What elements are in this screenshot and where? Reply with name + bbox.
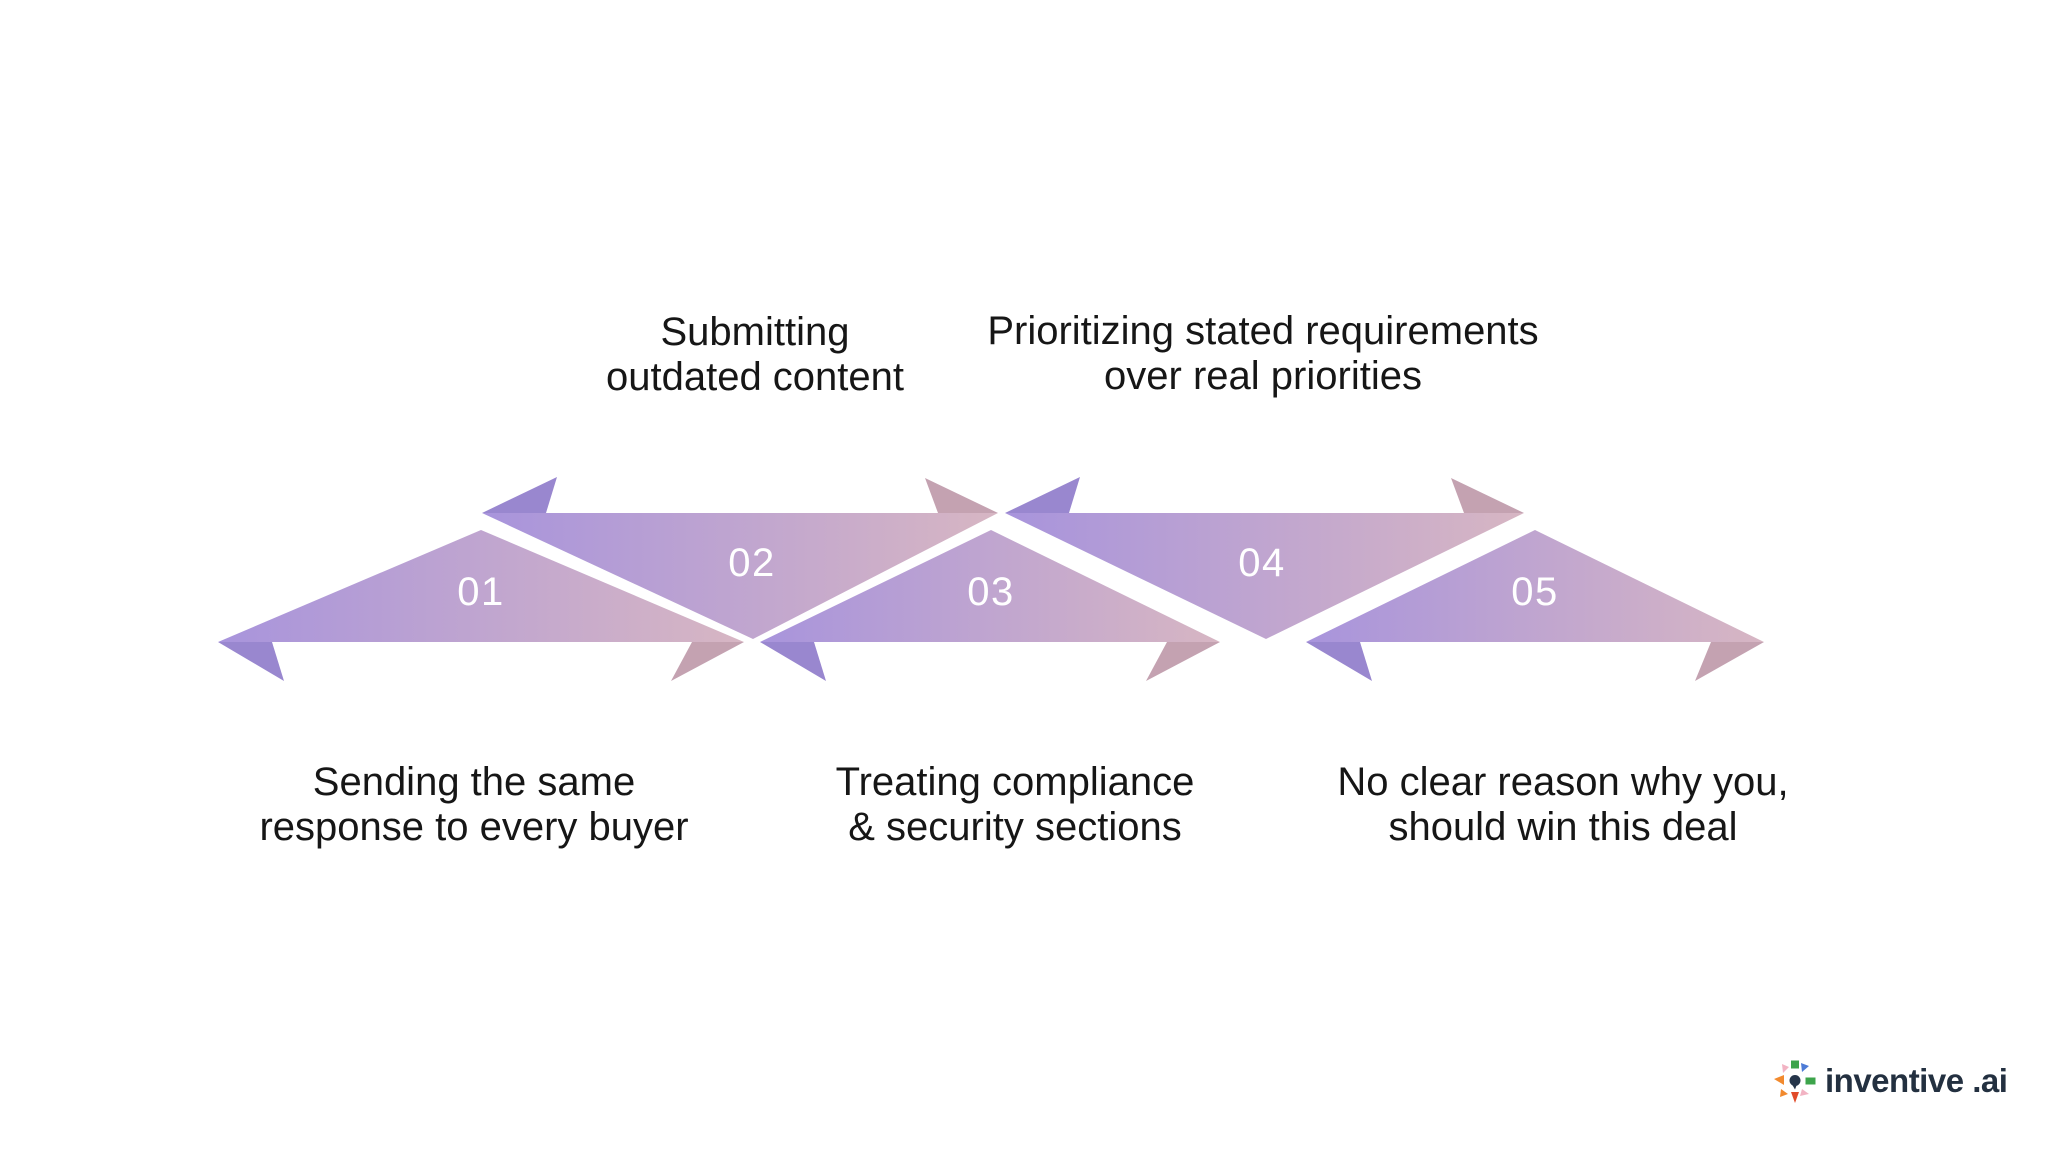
step-01-caption: Sending the same response to every buyer <box>259 760 688 850</box>
caption-line: should win this deal <box>1388 805 1738 849</box>
icon-shape <box>1774 1075 1784 1085</box>
step-04-triangle <box>1005 513 1524 639</box>
step-05-fold-right <box>1695 642 1764 681</box>
caption-line: Submitting <box>660 310 850 354</box>
step-03-caption: Treating compliance & security sections <box>836 760 1195 850</box>
icon-shape <box>1780 1089 1788 1097</box>
step-03-number: 03 <box>967 570 1015 614</box>
logo-wordmark: inventive .ai <box>1825 1062 2008 1099</box>
caption-line: outdated content <box>605 355 905 399</box>
icon-shape <box>1782 1064 1789 1073</box>
step-05-triangle <box>1306 530 1764 642</box>
caption-line: & security sections <box>848 805 1182 849</box>
step-01-fold-right <box>671 642 744 681</box>
step-03-fold-left <box>760 642 826 681</box>
caption-line: No clear reason why you, <box>1337 760 1789 804</box>
icon-shape <box>1800 1089 1809 1096</box>
step-05-caption: No clear reason why you, should win this… <box>1337 760 1788 850</box>
step-03-triangle <box>760 530 1220 642</box>
step-04-fold-right <box>1451 478 1524 513</box>
icon-shape <box>1791 1092 1799 1103</box>
step-01-triangle <box>218 530 744 642</box>
caption-line: response to every buyer <box>259 805 689 849</box>
step-01-number: 01 <box>457 570 505 614</box>
icon-shape <box>1791 1060 1799 1069</box>
caption-line: over real priorities <box>1104 354 1422 398</box>
step-05-number: 05 <box>1511 570 1559 614</box>
step-04-number: 04 <box>1238 541 1286 585</box>
step-03-fold-right <box>1146 642 1220 681</box>
icon-shape <box>1805 1077 1816 1085</box>
starburst-icon <box>1774 1060 1816 1103</box>
caption-line: Treating compliance <box>835 760 1195 804</box>
step-02-fold-left <box>482 477 557 513</box>
step-02-fold-right <box>925 478 998 513</box>
caption-line: Sending the same <box>312 760 636 804</box>
step-01-fold-left <box>218 642 284 681</box>
inventive-ai-logo: inventive .ai <box>1772 1056 2008 1106</box>
icon-shape <box>1801 1063 1809 1072</box>
step-04-fold-left <box>1005 477 1080 513</box>
step-02-number: 02 <box>728 541 776 585</box>
icon-shape <box>1791 1083 1798 1090</box>
icon-shape <box>1789 1075 1801 1086</box>
step-05-fold-left <box>1306 642 1372 681</box>
step-02-triangle <box>482 513 998 639</box>
step-02-caption: Submitting outdated content <box>606 310 904 400</box>
caption-line: Prioritizing stated requirements <box>987 309 1539 353</box>
step-04-caption: Prioritizing stated requirements over re… <box>987 309 1538 399</box>
